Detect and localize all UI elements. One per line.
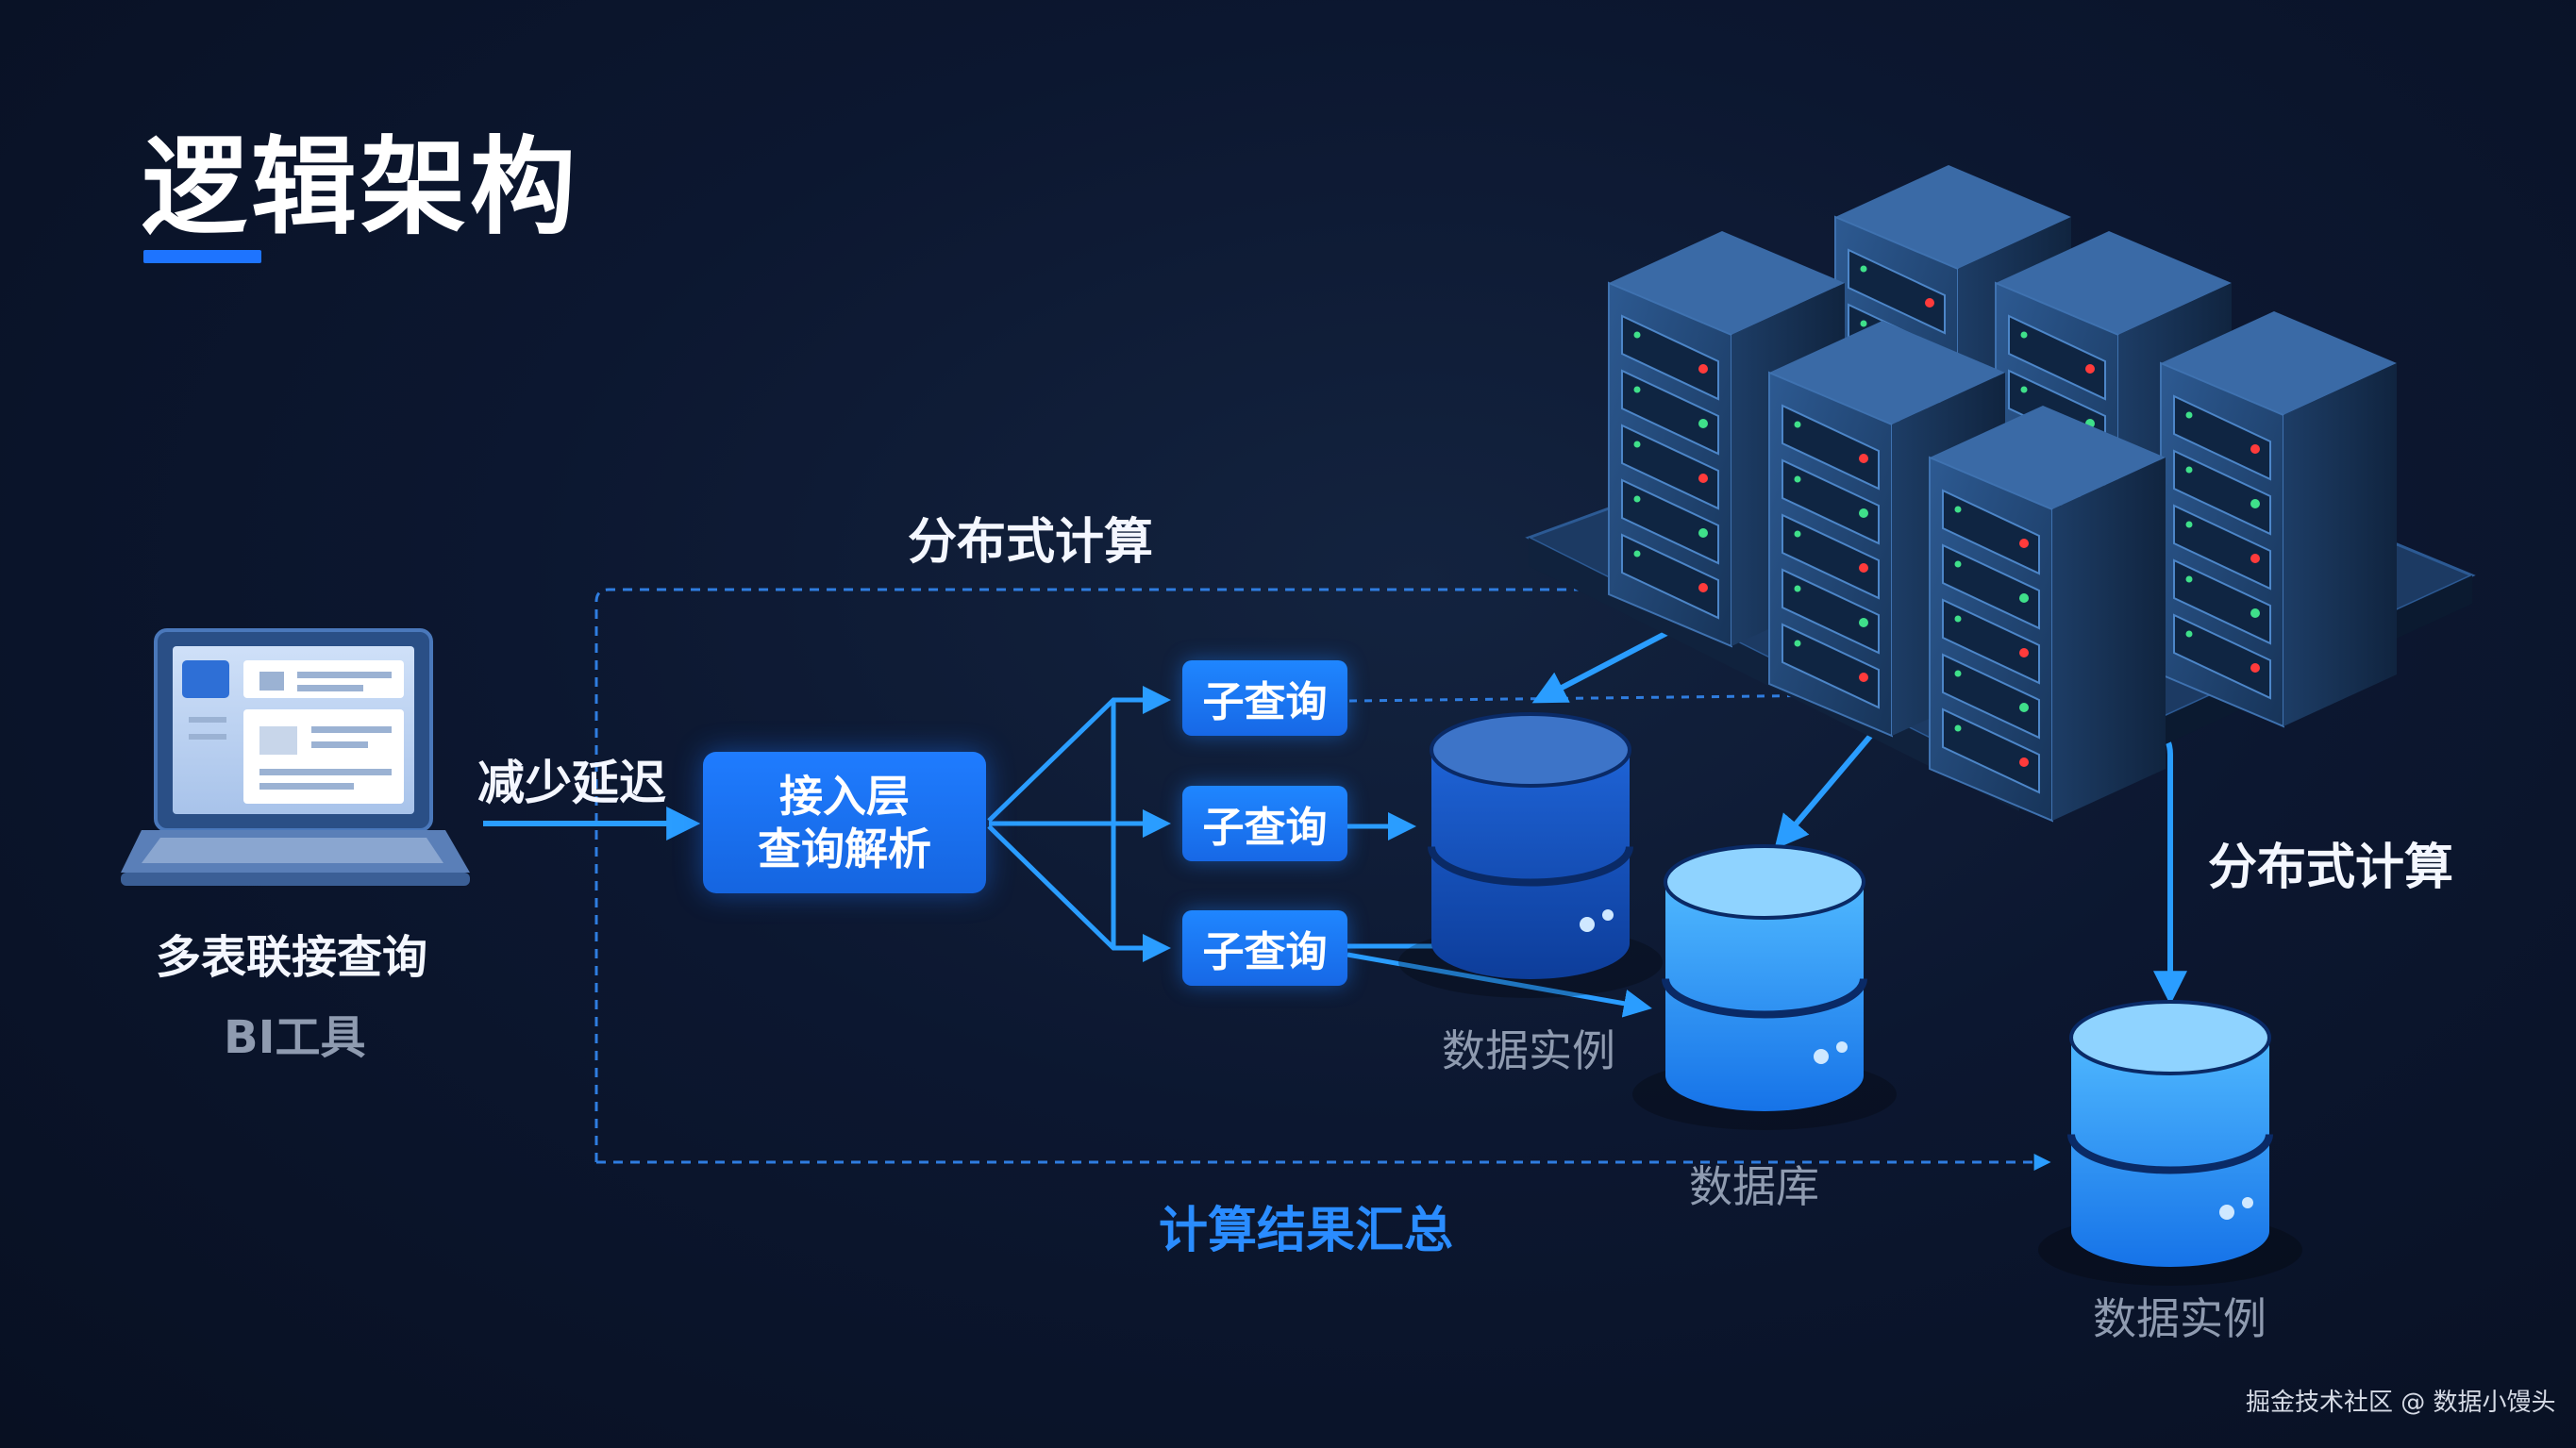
aggregate-label: 计算结果汇总 <box>1159 1203 1454 1259</box>
title-underline <box>143 250 261 263</box>
client-caption: 多表联接查询 <box>156 931 428 984</box>
distributed-loop <box>594 588 2051 1171</box>
db2-label: 数据库 <box>1689 1161 1819 1212</box>
subquery-node: 子查询 <box>1182 786 1347 861</box>
subquery-node: 子查询 <box>1182 910 1347 986</box>
laptop-icon <box>121 628 470 886</box>
database-cylinders <box>1398 712 2302 1286</box>
distributed-compute-label-top: 分布式计算 <box>908 514 1154 571</box>
access-layer-line2: 查询解析 <box>758 824 931 874</box>
database-icon <box>1398 712 1663 998</box>
client-subcaption: BI工具 <box>224 1011 366 1064</box>
db3-label: 数据实例 <box>2093 1293 2267 1344</box>
arrow-subq3-db2 <box>1347 943 1647 1007</box>
server-rack-icon <box>2160 311 2397 728</box>
database-icon <box>2038 1000 2302 1286</box>
subquery-node: 子查询 <box>1182 660 1347 736</box>
access-layer-node: 接入层 查询解析 <box>703 752 986 893</box>
arrow-label-latency: 减少延迟 <box>477 756 666 810</box>
database-icon <box>1632 844 1897 1130</box>
server-rack-icon <box>1929 406 2166 823</box>
watermark: 掘金技术社区 @ 数据小馒头 <box>2246 1389 2556 1417</box>
server-racks <box>1608 165 2397 823</box>
db1-label: 数据实例 <box>1442 1025 1615 1076</box>
page-title: 逻辑架构 <box>142 126 579 249</box>
fanout-arrows <box>987 686 1171 962</box>
access-layer-line1: 接入层 <box>779 771 910 822</box>
distributed-compute-label-right: 分布式计算 <box>2208 840 2454 896</box>
